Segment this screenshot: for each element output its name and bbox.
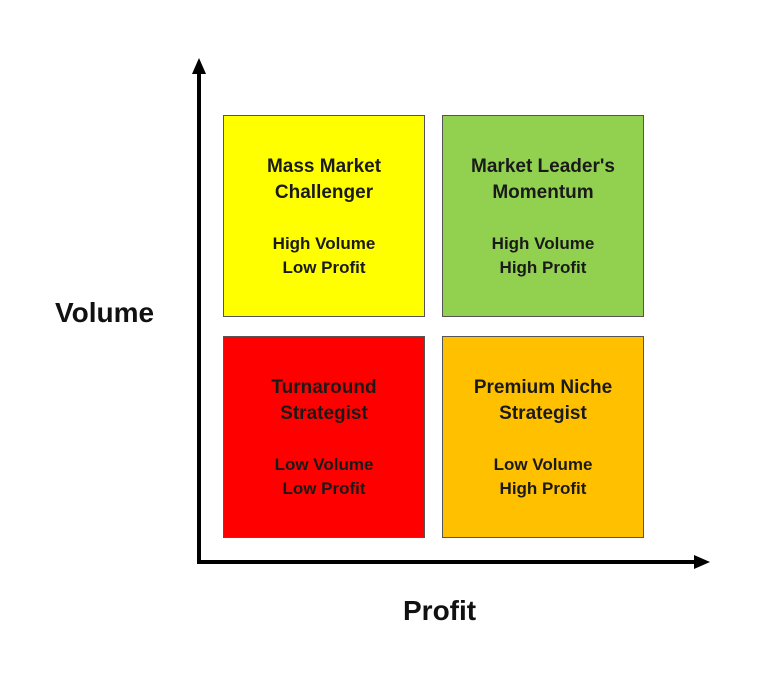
y-axis-arrow-icon (192, 58, 206, 74)
x-axis-arrow-icon (694, 555, 710, 569)
quadrant-subtitle: Low Profit (282, 479, 366, 498)
quadrant-title: Momentum (492, 182, 594, 203)
quadrant-subtitle: High Profit (499, 258, 587, 277)
quadrant-subtitle: Low Volume (493, 455, 593, 474)
quadrant-title: Mass Market (266, 156, 382, 177)
quadrant-title: Challenger (274, 182, 374, 203)
quadrant-subtitle: High Volume (491, 234, 595, 253)
quadrant-title: Strategist (499, 403, 587, 424)
x-axis-label: Profit (403, 595, 477, 626)
quadrant-title: Strategist (280, 403, 368, 424)
quadrant-title: Premium Niche (473, 377, 613, 398)
quadrant-subtitle: Low Volume (274, 455, 374, 474)
y-axis-label: Volume (55, 297, 155, 328)
quadrant-subtitle: Low Profit (282, 258, 366, 277)
quadrant-subtitle: High Volume (272, 234, 376, 253)
quadrant-subtitle: High Profit (499, 479, 587, 498)
quadrant-title: Turnaround (271, 377, 377, 398)
quadrant-title: Market Leader's (471, 156, 615, 177)
